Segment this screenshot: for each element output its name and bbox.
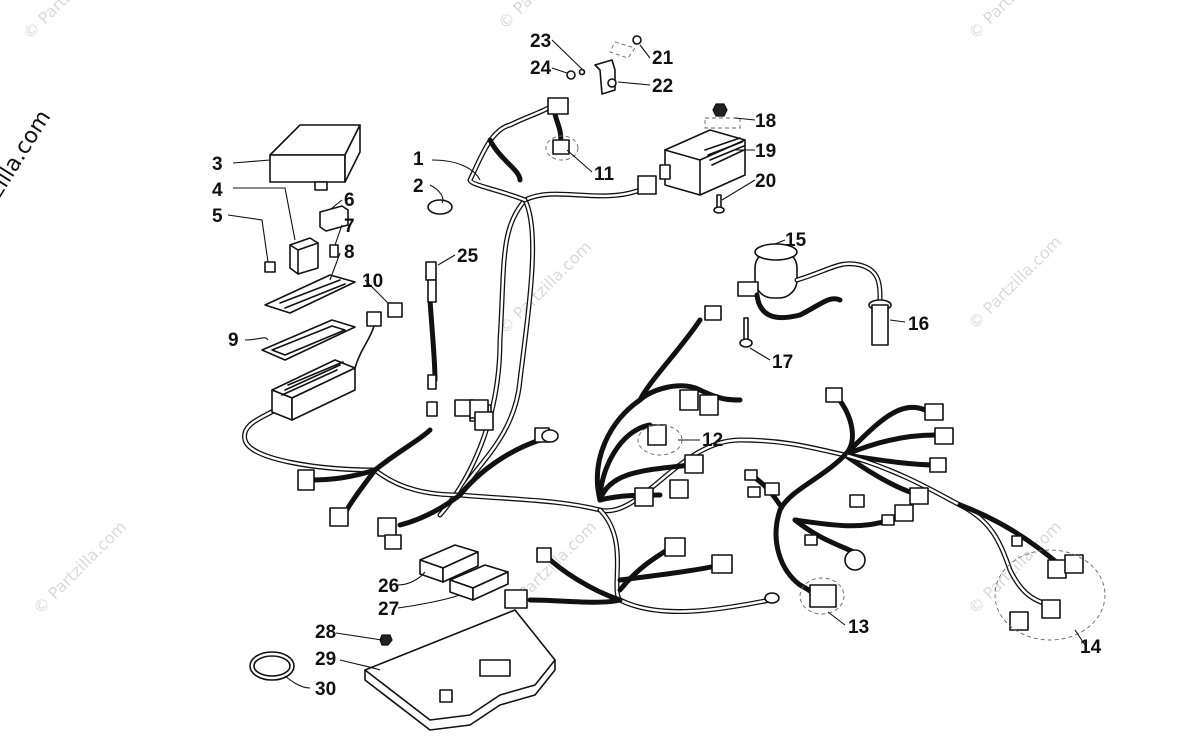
callout-20[interactable]: 20 xyxy=(755,171,776,192)
callout-16[interactable]: 16 xyxy=(908,314,929,335)
watermark: © Partzilla.com xyxy=(494,0,595,33)
voltage-regulator[interactable] xyxy=(659,129,746,196)
leader-lines xyxy=(227,39,1086,689)
callout-1[interactable]: 1 xyxy=(413,149,424,170)
callout-2[interactable]: 2 xyxy=(413,176,424,197)
callout-3[interactable]: 3 xyxy=(212,154,223,175)
callout-12[interactable]: 12 xyxy=(702,430,723,451)
power-outlet-16[interactable] xyxy=(868,299,892,346)
watermark: © Partzilla.com xyxy=(494,237,595,338)
callout-23[interactable]: 23 xyxy=(530,31,551,52)
fuse-box-gasket[interactable] xyxy=(261,319,356,361)
screw-20[interactable] xyxy=(713,194,725,214)
watermark: © Partzilla.com xyxy=(29,517,130,618)
callout-11[interactable]: 11 xyxy=(594,164,615,185)
callout-18[interactable]: 18 xyxy=(755,111,776,132)
circuit-board[interactable] xyxy=(264,274,356,314)
callout-6[interactable]: 6 xyxy=(344,190,355,211)
callout-26[interactable]: 26 xyxy=(378,576,399,597)
callout-22[interactable]: 22 xyxy=(652,76,673,97)
fuse-clip[interactable] xyxy=(329,244,339,258)
callout-21[interactable]: 21 xyxy=(652,48,674,69)
callout-9[interactable]: 9 xyxy=(228,330,239,351)
cdi-module-27[interactable] xyxy=(449,564,509,601)
screw-17[interactable] xyxy=(739,317,753,348)
callout-5[interactable]: 5 xyxy=(212,206,223,227)
callout-15[interactable]: 15 xyxy=(785,230,807,251)
connector-pair[interactable] xyxy=(354,302,403,369)
callout-27[interactable]: 27 xyxy=(378,599,399,620)
callout-8[interactable]: 8 xyxy=(344,242,355,263)
ecu-module-26[interactable] xyxy=(419,544,479,583)
callout-13[interactable]: 13 xyxy=(848,617,869,638)
connector-11[interactable] xyxy=(545,135,579,161)
fuse-box-base[interactable] xyxy=(271,359,356,421)
callout-10[interactable]: 10 xyxy=(362,271,383,292)
relay-small[interactable] xyxy=(319,205,349,232)
bracket-22[interactable] xyxy=(594,59,617,95)
callout-17[interactable]: 17 xyxy=(772,352,793,373)
mounting-tray[interactable] xyxy=(364,609,556,731)
screw-24[interactable] xyxy=(566,68,586,80)
callout-30[interactable]: 30 xyxy=(315,679,336,700)
harness-connectors[interactable] xyxy=(297,305,1106,641)
callout-19[interactable]: 19 xyxy=(755,141,776,162)
bolt-21[interactable] xyxy=(609,35,642,59)
relay[interactable] xyxy=(289,237,319,275)
watermark: © Partzilla.com xyxy=(964,0,1065,43)
callout-4[interactable]: 4 xyxy=(212,180,223,201)
watermark: © Partzilla.com xyxy=(19,0,120,43)
callout-25[interactable]: 25 xyxy=(457,246,479,267)
clamp-30[interactable] xyxy=(249,651,295,681)
nut-18[interactable] xyxy=(704,103,741,129)
callout-29[interactable]: 29 xyxy=(315,649,336,670)
oxygen-sensor[interactable] xyxy=(425,261,438,417)
connector-2[interactable] xyxy=(427,199,453,215)
watermark: © Partzilla.com xyxy=(964,232,1065,333)
callout-28[interactable]: 28 xyxy=(315,622,336,643)
fuse-small[interactable] xyxy=(264,261,276,273)
callout-24[interactable]: 24 xyxy=(530,58,552,79)
callout-7[interactable]: 7 xyxy=(344,216,355,237)
connector-top[interactable] xyxy=(547,97,657,195)
fuse-box-cover[interactable] xyxy=(269,124,361,191)
callout-14[interactable]: 14 xyxy=(1080,637,1102,658)
watermarks: © Partzilla.com © Partzilla.com © Partzi… xyxy=(19,0,1065,618)
callout-numbers: 1 2 3 4 5 6 7 8 9 10 11 12 13 14 15 16 1… xyxy=(212,31,1102,700)
starter-relay[interactable] xyxy=(737,243,883,321)
